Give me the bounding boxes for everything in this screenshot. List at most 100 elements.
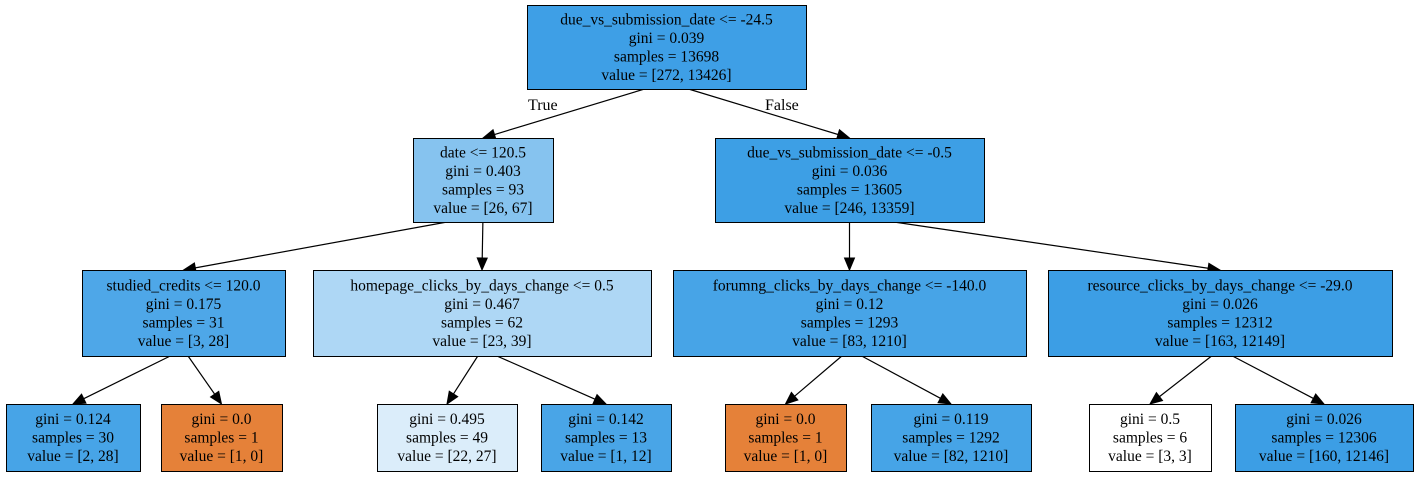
node-text-line: gini = 0.124 <box>35 411 111 428</box>
node-text-line: value = [22, 27] <box>397 448 496 465</box>
node-text-line: gini = 0.039 <box>629 30 705 47</box>
node-text-line: gini = 0.0 <box>756 411 816 428</box>
node-text-line: samples = 13698 <box>614 48 719 65</box>
tree-node-n6: resource_clicks_by_days_change <= -29.0 g… <box>1048 270 1393 357</box>
node-text-line: value = [26, 67] <box>433 200 532 217</box>
arrowhead-icon <box>446 390 459 406</box>
node-box <box>313 270 652 357</box>
arrowhead-icon <box>481 128 497 140</box>
edge-n1-n3 <box>182 221 448 274</box>
node-text-line: gini = 0.0 <box>192 411 252 428</box>
arrowhead-icon <box>209 390 223 406</box>
node-text-line: samples = 62 <box>441 314 523 331</box>
arrowhead-icon <box>1310 393 1326 405</box>
node-text-line: value = [1, 0] <box>180 448 264 465</box>
node-text-line: forumng_clicks_by_days_change <= -140.0 <box>713 277 987 294</box>
edge-n0-n2 <box>688 88 851 140</box>
node-text-line: due_vs_submission_date <= -24.5 <box>560 11 773 28</box>
arrowhead-icon <box>835 128 851 140</box>
node-text-line: samples = 13 <box>565 430 647 447</box>
node-text-line: value = [160, 12146] <box>1259 448 1389 465</box>
node-text-line: samples = 6 <box>1113 430 1187 447</box>
node-text-line: value = [83, 1210] <box>792 333 907 350</box>
edge-n6-n13 <box>1148 355 1212 405</box>
tree-node-n4: homepage_clicks_by_days_change <= 0.5gin… <box>313 270 652 357</box>
edge-n5-n11 <box>784 355 843 405</box>
edge-n4-n9 <box>446 355 479 406</box>
node-text-line: gini = 0.175 <box>146 296 222 313</box>
node-text-line: studied_credits <= 120.0 <box>107 277 261 294</box>
edge-n5-n12 <box>861 355 953 405</box>
edge-label-false: False <box>765 97 799 114</box>
node-text-line: samples = 93 <box>442 181 524 198</box>
tree-node-n0: due_vs_submission_date <= -24.5 gini = 0.… <box>527 5 807 90</box>
node-box <box>6 404 141 472</box>
node-text-line: gini = 0.036 <box>812 163 888 180</box>
node-box <box>871 404 1032 472</box>
node-box <box>673 270 1027 357</box>
node-text-line: value = [23, 39] <box>432 333 531 350</box>
node-text-line: samples = 31 <box>143 314 225 331</box>
arrowhead-icon <box>1148 391 1164 405</box>
arrowhead-icon <box>843 257 856 272</box>
node-text-line: gini = 0.026 <box>1286 411 1362 428</box>
node-box <box>527 5 807 90</box>
node-text-line: value = [82, 1210] <box>894 448 1009 465</box>
node-box <box>82 270 286 357</box>
node-text-line: due_vs_submission_date <= -0.5 <box>747 144 952 161</box>
node-text-line: gini = 0.119 <box>914 411 989 428</box>
node-box <box>377 404 518 472</box>
edge-n1-n4 <box>476 221 488 272</box>
node-text-line: value = [3, 3] <box>1108 448 1192 465</box>
edge-n4-n10 <box>496 355 608 405</box>
node-box <box>161 404 283 472</box>
node-text-line: gini = 0.467 <box>444 296 520 313</box>
node-text-line: resource_clicks_by_days_change <= -29.0 <box>1088 277 1353 294</box>
edge-n6-n14 <box>1232 355 1326 405</box>
arrowhead-icon <box>784 391 799 405</box>
tree-node-n2: due_vs_submission_date <= -0.5 gini = 0.0… <box>715 138 985 223</box>
node-text-line: samples = 49 <box>406 430 488 447</box>
node-text-line: value = [2, 28] <box>27 448 118 465</box>
node-text-line: gini = 0.026 <box>1182 296 1258 313</box>
arrowhead-icon <box>71 393 87 405</box>
node-box <box>1235 404 1414 472</box>
edge-n2-n5 <box>843 222 856 272</box>
node-box <box>413 138 554 223</box>
node-text-line: value = [1, 0] <box>744 448 828 465</box>
edge-n3-n7 <box>71 355 171 405</box>
node-text-line: date <= 120.5 <box>440 144 526 161</box>
node-text-line: value = [3, 28] <box>138 333 229 350</box>
node-text-line: gini = 0.12 <box>816 296 884 313</box>
tree-node-n3: studied_credits <= 120.0 gini = 0.175samp… <box>82 270 286 357</box>
node-text-line: samples = 1 <box>184 430 258 447</box>
node-text-line: gini = 0.403 <box>445 163 521 180</box>
node-text-line: samples = 13605 <box>797 181 902 198</box>
edge-n2-n6 <box>893 221 1222 274</box>
node-box <box>541 404 672 472</box>
tree-node-n5: forumng_clicks_by_days_change <= -140.0 g… <box>673 270 1027 357</box>
node-text-line: samples = 12306 <box>1271 430 1376 447</box>
node-text-line: value = [163, 12149] <box>1155 333 1285 350</box>
node-text-line: gini = 0.495 <box>409 411 485 428</box>
edges-layer: True False <box>71 88 1326 406</box>
node-text-line: samples = 1293 <box>801 314 899 331</box>
node-text-line: samples = 1 <box>748 430 822 447</box>
node-box <box>1089 404 1212 472</box>
edge-n0-n1 <box>481 88 645 140</box>
node-box <box>725 404 847 472</box>
edge-label-true: True <box>528 97 558 114</box>
node-text-line: samples = 30 <box>32 430 114 447</box>
node-text-line: samples = 12312 <box>1167 314 1272 331</box>
node-box <box>715 138 985 223</box>
arrowhead-icon <box>937 393 953 405</box>
node-box <box>1048 270 1393 357</box>
node-text-line: value = [246, 13359] <box>784 200 914 217</box>
